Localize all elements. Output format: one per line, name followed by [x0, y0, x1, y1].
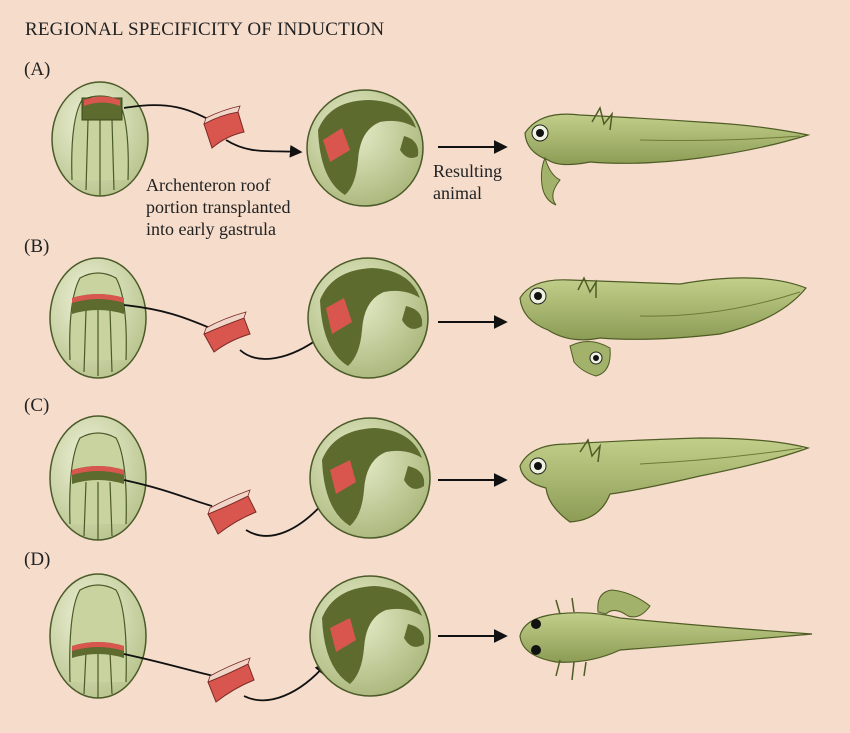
- transplant-note-line2: portion transplanted: [146, 197, 291, 217]
- panel-label-c: (C): [24, 395, 50, 416]
- panel-a: [51, 81, 811, 207]
- result-note-line2: animal: [433, 183, 482, 203]
- figure-title: REGIONAL SPECIFICITY OF INDUCTION: [25, 19, 385, 40]
- panel-label-b: (B): [24, 236, 50, 257]
- resulting-animal-a: [524, 106, 811, 206]
- host-gastrula-d: [309, 575, 431, 697]
- tissue-piece-d: [207, 657, 255, 703]
- tissue-piece-a: [203, 105, 245, 149]
- panel-label-d: (D): [24, 549, 51, 570]
- panel-b: [49, 257, 807, 379]
- panel-d: [49, 573, 813, 703]
- resulting-animal-c: [519, 437, 810, 523]
- resulting-animal-d: [519, 589, 813, 681]
- donor-embryo-b: [49, 257, 147, 379]
- donor-embryo-d: [49, 573, 147, 699]
- host-gastrula-a: [306, 89, 424, 207]
- panel-c: [49, 415, 810, 541]
- donor-embryo-c: [49, 415, 147, 541]
- donor-embryo-a: [51, 81, 149, 197]
- transplant-note-line3: into early gastrula: [146, 219, 276, 239]
- transplant-note-line1: Archenteron roof: [146, 175, 271, 195]
- resulting-animal-b: [519, 276, 807, 377]
- tissue-piece-b: [203, 311, 251, 353]
- tissue-piece-c: [207, 489, 257, 535]
- host-gastrula-b: [307, 257, 429, 379]
- panel-label-a: (A): [24, 59, 51, 80]
- result-note-line1: Resulting: [433, 161, 503, 181]
- host-gastrula-c: [309, 417, 431, 539]
